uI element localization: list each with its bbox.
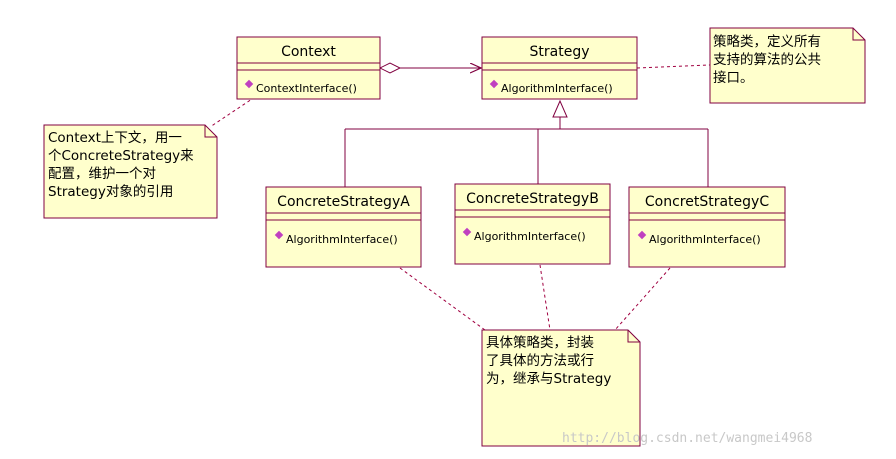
note-strategy-line-3: 接口。: [713, 69, 754, 86]
concrete-a-note-link: [399, 267, 486, 331]
class-context-operation: ContextInterface(): [256, 82, 357, 95]
strategy-note-link: [636, 64, 711, 69]
class-strategy-operation: AlgorithmInterface(): [501, 82, 613, 95]
class-concrete-strategy-a[interactable]: ConcreteStrategyA AlgorithmInterface(): [265, 186, 422, 268]
operation-icon: [462, 227, 472, 237]
class-context-name: Context: [281, 44, 336, 60]
note-concrete-line-1: 具体策略类，封装: [486, 334, 594, 351]
operation-icon: [244, 79, 254, 89]
inheritance-triangle: [552, 99, 568, 118]
watermark: http://blog.csdn.net/wangmei4968: [562, 431, 812, 446]
note-links: [209, 64, 711, 331]
class-concrete-a-name: ConcreteStrategyA: [277, 194, 410, 210]
concrete-c-note-link: [614, 267, 671, 331]
class-strategy-name: Strategy: [530, 44, 590, 60]
note-context-line-1: Context上下文，用一: [48, 130, 182, 146]
note-concrete-line-3: 为，继承与Strategy: [486, 371, 611, 387]
note-strategy-line-1: 策略类，定义所有: [713, 33, 821, 50]
class-concrete-c-operation: AlgorithmInterface(): [649, 233, 761, 246]
aggregation-diamond: [378, 62, 402, 74]
operation-icon: [489, 79, 499, 89]
class-concrete-b-operation: AlgorithmInterface(): [474, 230, 586, 243]
note-strategy-line-2: 支持的算法的公共: [713, 52, 821, 68]
note-concrete-line-2: 了具体的方法或行: [486, 353, 594, 369]
class-concrete-b-name: ConcreteStrategyB: [466, 191, 599, 207]
note-strategy[interactable]: 策略类，定义所有 支持的算法的公共 接口。: [709, 27, 866, 104]
note-concrete[interactable]: 具体策略类，封装 了具体的方法或行 为，继承与Strategy: [481, 329, 641, 447]
note-context-line-4: Strategy对象的引用: [48, 184, 173, 200]
context-note-link: [209, 96, 256, 128]
class-strategy[interactable]: Strategy AlgorithmInterface(): [481, 36, 638, 100]
concrete-b-note-link: [539, 264, 551, 331]
class-concrete-strategy-b[interactable]: ConcreteStrategyB AlgorithmInterface(): [454, 183, 611, 265]
generalization-tree: [344, 99, 709, 187]
class-concrete-c-name: ConcretStrategyC: [645, 194, 769, 210]
note-context[interactable]: Context上下文，用一 个ConcreteStrategy来 配置，维护一个…: [43, 124, 218, 219]
class-concrete-strategy-c[interactable]: ConcretStrategyC AlgorithmInterface(): [628, 186, 786, 268]
note-context-line-3: 配置，维护一个对: [48, 166, 156, 182]
aggregation-association: [378, 62, 481, 74]
class-concrete-a-operation: AlgorithmInterface(): [286, 233, 398, 246]
note-context-line-2: 个ConcreteStrategy来: [48, 148, 194, 164]
class-context[interactable]: Context ContextInterface(): [236, 36, 381, 100]
operation-icon: [274, 230, 284, 240]
